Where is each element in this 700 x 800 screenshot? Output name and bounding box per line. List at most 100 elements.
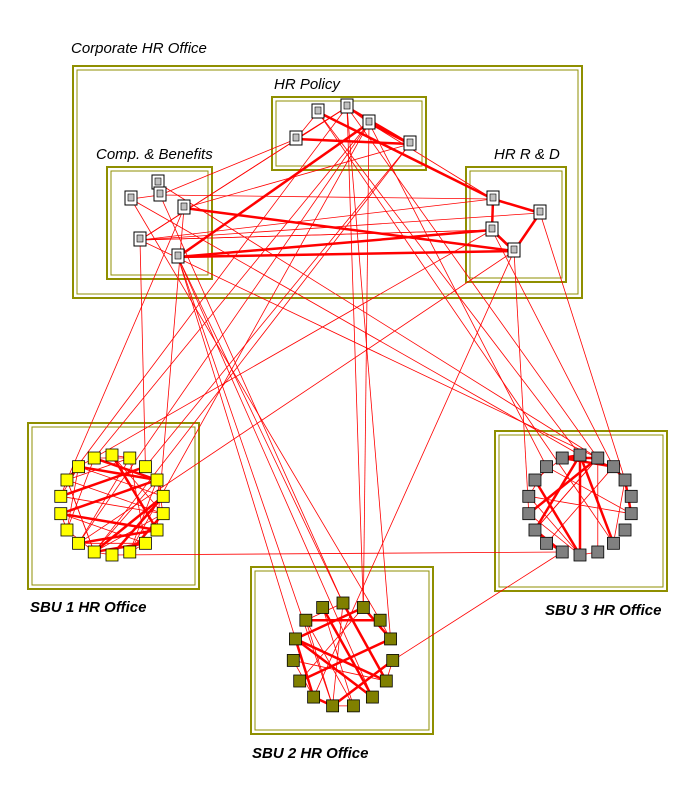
edge xyxy=(305,620,354,707)
edge xyxy=(60,513,146,544)
edge xyxy=(613,479,626,544)
sbu2-hr-office-frame xyxy=(250,566,434,735)
sbu1-node xyxy=(54,489,68,503)
edge xyxy=(139,239,146,467)
edge xyxy=(139,229,493,241)
edge xyxy=(368,122,494,200)
sbu2-node xyxy=(293,674,307,688)
sbu3-node xyxy=(555,545,569,559)
edge xyxy=(177,256,344,604)
edge xyxy=(111,454,164,514)
edge xyxy=(346,106,599,459)
edge xyxy=(66,457,130,481)
edge xyxy=(528,513,581,556)
sbu2-node xyxy=(299,613,313,627)
sbu3-node xyxy=(624,507,638,521)
edge xyxy=(294,637,374,699)
node-layer xyxy=(54,98,638,713)
hr-rd-frame xyxy=(465,166,567,283)
edge xyxy=(139,198,494,241)
edge xyxy=(562,456,614,468)
edge xyxy=(183,143,411,209)
edge xyxy=(305,620,333,706)
edge xyxy=(66,207,185,481)
edge xyxy=(177,256,296,640)
hr-policy-label: HR Policy xyxy=(274,76,341,93)
edge xyxy=(346,106,391,639)
hr-rd-node xyxy=(485,221,499,237)
sbu3-node xyxy=(573,548,587,562)
edge xyxy=(183,206,515,253)
edge xyxy=(159,194,344,604)
sbu2-node xyxy=(386,654,400,667)
comp-benefits-label: Comp. & Benefits xyxy=(96,146,213,163)
sbu1-node xyxy=(72,460,85,474)
edge xyxy=(539,212,626,481)
sbu1-node xyxy=(105,448,119,462)
edge xyxy=(60,512,158,532)
comp-benefits-node xyxy=(133,231,147,247)
group-frames xyxy=(27,65,668,735)
sbu3-node xyxy=(528,473,542,487)
sbu3-node xyxy=(522,507,536,521)
edge xyxy=(177,228,493,259)
sbu1-node xyxy=(123,451,137,465)
edge xyxy=(78,122,370,544)
edge xyxy=(93,456,158,482)
edge xyxy=(546,466,632,515)
edge xyxy=(129,122,370,553)
comp-benefits-node xyxy=(124,190,138,206)
comp-benefits-node xyxy=(171,248,185,264)
sbu3-node xyxy=(618,473,632,487)
sbu1-node xyxy=(72,536,85,550)
sbu1-node xyxy=(54,507,68,521)
hr-policy-node xyxy=(340,98,354,114)
comp-benefits-node xyxy=(153,186,167,202)
sbu2-node xyxy=(307,690,321,704)
sbu2-node xyxy=(286,654,300,667)
sbu1-node xyxy=(156,507,170,521)
edge xyxy=(93,479,158,553)
hr-rd-label: HR R & D xyxy=(494,146,560,163)
edge xyxy=(294,638,315,698)
edge xyxy=(533,454,582,531)
sbu1-node xyxy=(87,451,101,465)
sbu2-node xyxy=(365,690,379,704)
edge xyxy=(295,137,411,146)
sbu3-node xyxy=(607,460,620,474)
edge xyxy=(368,122,547,467)
comp-benefits-node xyxy=(177,199,191,215)
sbu3-hr-office-frame xyxy=(494,430,668,592)
sbu1-node xyxy=(139,536,152,550)
sbu2-hr-office-label: SBU 2 HR Office xyxy=(252,745,368,762)
hr-rd-node xyxy=(533,204,547,220)
sbu2-node xyxy=(346,699,360,713)
edge xyxy=(93,143,411,553)
edge xyxy=(129,479,158,553)
edge xyxy=(111,551,563,556)
edge xyxy=(177,249,515,259)
edge xyxy=(78,465,158,482)
edge xyxy=(533,479,582,556)
sbu3-node xyxy=(607,536,620,550)
sbu1-hr-office-label: SBU 1 HR Office xyxy=(30,599,146,616)
sbu2-node xyxy=(356,601,370,614)
sbu3-node xyxy=(540,460,553,474)
hr-policy-node xyxy=(311,103,325,119)
sbu1-node xyxy=(150,523,164,537)
sbu1-node xyxy=(123,545,137,559)
edge xyxy=(78,250,515,544)
sbu2-node xyxy=(373,613,387,627)
sbu3-node xyxy=(591,545,605,559)
sbu1-node xyxy=(139,460,152,474)
edge xyxy=(139,106,348,241)
edge xyxy=(66,106,348,481)
edge xyxy=(78,528,158,545)
edge xyxy=(346,106,411,145)
edge xyxy=(66,479,164,515)
edge xyxy=(299,637,392,683)
sbu1-node xyxy=(60,523,74,537)
edge xyxy=(362,122,370,608)
edge xyxy=(130,198,381,621)
hr-rd-node xyxy=(507,242,521,258)
